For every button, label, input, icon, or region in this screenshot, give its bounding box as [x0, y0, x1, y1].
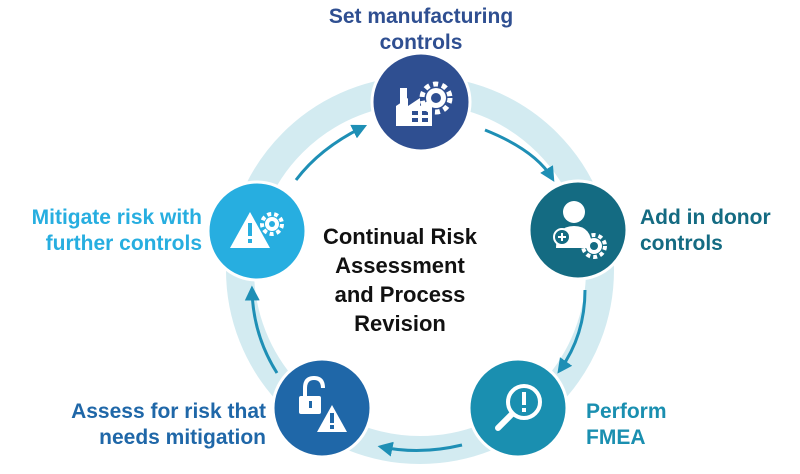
step4-circle [271, 357, 373, 459]
step2-circle [527, 179, 629, 281]
step5-label: Mitigate risk with further controls [31, 206, 202, 255]
center-title-line: Continual Risk [322, 224, 477, 249]
factory-gear-icon [396, 81, 453, 126]
center-title: Continual Risk Assessment and Process Re… [300, 222, 500, 338]
step1-circle [370, 51, 472, 153]
person-gear-icon [553, 201, 607, 259]
step3-label: Perform FMEA [586, 400, 667, 449]
center-title-line: and Process [334, 282, 466, 307]
arrow-step4-to-step5 [244, 285, 279, 374]
center-title-line: Assessment [335, 253, 465, 278]
arrow-step1-to-step2 [484, 128, 555, 182]
warning-gear-icon [230, 212, 284, 248]
magnifier-exclamation-icon [495, 384, 542, 431]
step4-label: Assess for risk that needs mitigation [71, 400, 266, 449]
arrow-step3-to-step4 [377, 441, 463, 457]
center-title-line: Revision [354, 311, 446, 336]
arrow-step5-to-step1 [294, 124, 368, 181]
unlock-warning-icon [299, 375, 347, 432]
step5-circle [206, 180, 308, 282]
step1-label: Set manufacturing controls [328, 5, 514, 54]
arrow-step2-to-step3 [557, 289, 587, 374]
step2-label: Add in donor controls [640, 206, 771, 255]
step3-circle [467, 357, 569, 459]
